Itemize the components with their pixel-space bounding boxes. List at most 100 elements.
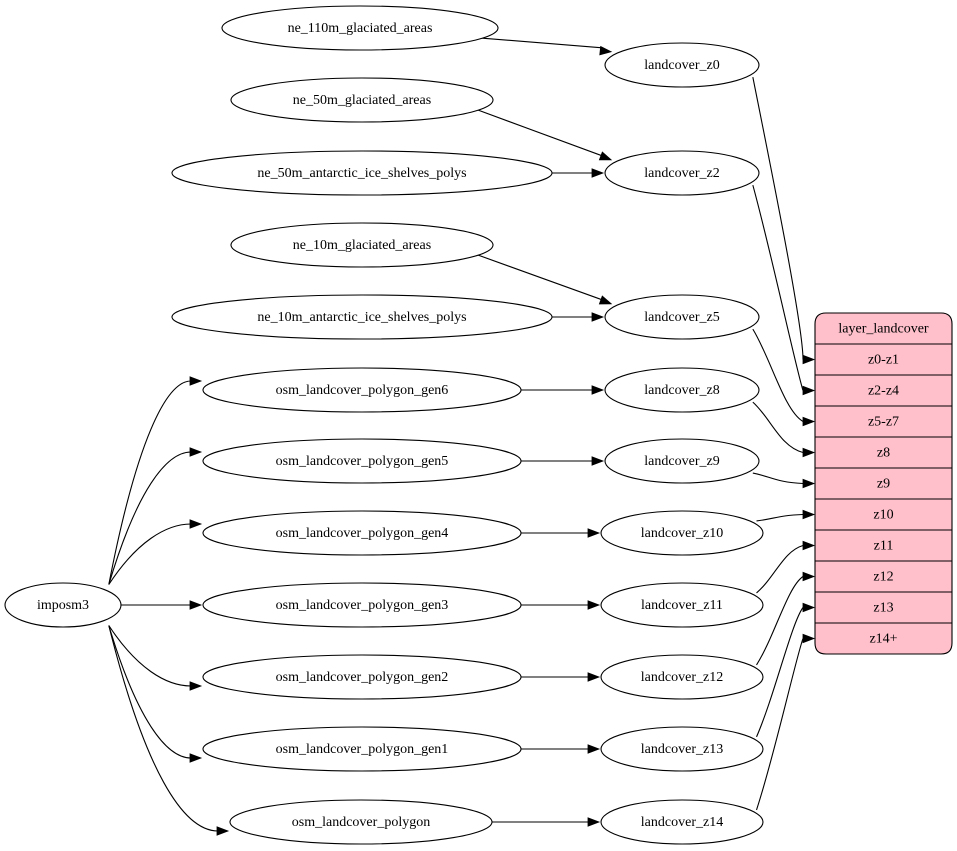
node-osm_landcover_polygon_gen2[interactable]: osm_landcover_polygon_gen2 bbox=[202, 654, 522, 700]
node-label: ne_10m_glaciated_areas bbox=[293, 238, 431, 253]
edge-ne_50m_glaciated_areas-to-landcover_z2 bbox=[478, 109, 613, 161]
table-row-label: z2-z4 bbox=[868, 384, 899, 399]
edge-imposm3-to-osm_landcover_polygon_gen4 bbox=[108, 519, 203, 585]
node-label: ne_10m_antarctic_ice_shelves_polys bbox=[257, 310, 466, 325]
node-label: imposm3 bbox=[37, 598, 89, 613]
table-row-label: z5-z7 bbox=[868, 415, 899, 430]
edge-ne_50m_antarctic_ice_shelves_polys-to-landcover_z2 bbox=[552, 168, 605, 178]
table-row-z2-z4[interactable]: z2-z4 bbox=[815, 374, 952, 399]
table-row-label: z14+ bbox=[869, 632, 897, 647]
node-label: ne_110m_glaciated_areas bbox=[288, 21, 433, 36]
table-row-z12[interactable]: z12 bbox=[815, 560, 952, 585]
node-osm_landcover_polygon_gen4[interactable]: osm_landcover_polygon_gen4 bbox=[202, 510, 522, 556]
node-ne_50m_antarctic_ice_shelves_polys[interactable]: ne_50m_antarctic_ice_shelves_polys bbox=[171, 150, 553, 196]
node-osm_landcover_polygon_gen5[interactable]: osm_landcover_polygon_gen5 bbox=[202, 438, 522, 484]
edge-landcover_z9-to-row-4 bbox=[752, 472, 816, 489]
edge-imposm3-to-osm_landcover_polygon_gen1 bbox=[108, 625, 203, 763]
edge-osm_landcover_polygon-to-landcover_z14 bbox=[492, 817, 601, 827]
node-ne_50m_glaciated_areas[interactable]: ne_50m_glaciated_areas bbox=[230, 77, 494, 123]
node-landcover_z0[interactable]: landcover_z0 bbox=[604, 42, 760, 88]
node-landcover_z13[interactable]: landcover_z13 bbox=[600, 726, 764, 772]
table-row-label: z0-z1 bbox=[868, 353, 899, 368]
edge-osm_landcover_polygon_gen3-to-landcover_z11 bbox=[521, 600, 601, 610]
node-label: ne_50m_antarctic_ice_shelves_polys bbox=[257, 166, 466, 181]
table-title: layer_landcover bbox=[838, 322, 929, 337]
edge-imposm3-to-osm_landcover_polygon_gen3 bbox=[121, 600, 203, 610]
node-label: landcover_z11 bbox=[641, 598, 723, 613]
node-osm_landcover_polygon[interactable]: osm_landcover_polygon bbox=[229, 799, 493, 845]
edge-landcover_z10-to-row-5 bbox=[756, 509, 816, 522]
edge-osm_landcover_polygon_gen6-to-landcover_z8 bbox=[521, 385, 605, 395]
node-label: osm_landcover_polygon_gen1 bbox=[276, 742, 449, 757]
edge-landcover_z0-to-row-0 bbox=[752, 76, 816, 365]
node-imposm3[interactable]: imposm3 bbox=[4, 582, 122, 628]
table-row-z13[interactable]: z13 bbox=[815, 591, 952, 616]
edge-osm_landcover_polygon_gen2-to-landcover_z12 bbox=[521, 672, 601, 682]
edge-ne_10m_glaciated_areas-to-landcover_z5 bbox=[478, 254, 613, 305]
node-osm_landcover_polygon_gen6[interactable]: osm_landcover_polygon_gen6 bbox=[202, 367, 522, 413]
edge-landcover_z8-to-row-3 bbox=[752, 401, 816, 458]
node-osm_landcover_polygon_gen1[interactable]: osm_landcover_polygon_gen1 bbox=[202, 726, 522, 772]
edge-landcover_z12-to-row-7 bbox=[756, 571, 816, 666]
node-label: landcover_z5 bbox=[644, 310, 719, 325]
node-landcover_z10[interactable]: landcover_z10 bbox=[600, 510, 764, 556]
table-row-z9[interactable]: z9 bbox=[815, 467, 952, 492]
node-label: ne_50m_glaciated_areas bbox=[293, 93, 431, 108]
node-label: landcover_z12 bbox=[641, 670, 723, 685]
node-landcover_z11[interactable]: landcover_z11 bbox=[600, 582, 764, 628]
edge-imposm3-to-osm_landcover_polygon_gen5 bbox=[108, 447, 203, 585]
node-ne_110m_glaciated_areas[interactable]: ne_110m_glaciated_areas bbox=[221, 5, 499, 51]
table-row-label: z8 bbox=[877, 446, 890, 461]
node-ne_10m_glaciated_areas[interactable]: ne_10m_glaciated_areas bbox=[230, 222, 494, 268]
node-label: landcover_z14 bbox=[641, 815, 723, 830]
edge-imposm3-to-osm_landcover_polygon bbox=[108, 625, 230, 836]
edge-imposm3-to-osm_landcover_polygon_gen6 bbox=[108, 376, 203, 585]
node-label: landcover_z8 bbox=[644, 383, 719, 398]
table-row-label: z12 bbox=[873, 570, 893, 585]
table-outline bbox=[814, 312, 953, 655]
table-row-label: z10 bbox=[873, 508, 893, 523]
table-row-z11[interactable]: z11 bbox=[815, 529, 952, 554]
node-landcover_z8[interactable]: landcover_z8 bbox=[604, 367, 760, 413]
table-row-label: z11 bbox=[874, 539, 894, 554]
edge-landcover_z2-to-row-1 bbox=[752, 184, 816, 396]
node-label: landcover_z0 bbox=[644, 58, 719, 73]
node-landcover_z2[interactable]: landcover_z2 bbox=[604, 150, 760, 196]
table-row-z0-z1[interactable]: z0-z1 bbox=[815, 343, 952, 368]
edge-landcover_z13-to-row-8 bbox=[756, 602, 816, 738]
node-label: osm_landcover_polygon_gen5 bbox=[276, 454, 449, 469]
edge-landcover_z11-to-row-6 bbox=[756, 540, 816, 594]
edge-osm_landcover_polygon_gen1-to-landcover_z13 bbox=[521, 744, 601, 754]
node-osm_landcover_polygon_gen3[interactable]: osm_landcover_polygon_gen3 bbox=[202, 582, 522, 628]
table-row-label: z9 bbox=[877, 477, 890, 492]
node-label: landcover_z9 bbox=[644, 454, 719, 469]
node-label: osm_landcover_polygon bbox=[292, 815, 430, 830]
node-landcover_z14[interactable]: landcover_z14 bbox=[600, 799, 764, 845]
layer-landcover-table: layer_landcover z0-z1 z2-z4 z5-z7 z8 z9 z10 z11… bbox=[814, 312, 953, 655]
node-landcover_z9[interactable]: landcover_z9 bbox=[604, 438, 760, 484]
edges-layer bbox=[108, 37, 816, 836]
edge-ne_10m_antarctic_ice_shelves_polys-to-landcover_z5 bbox=[552, 312, 605, 322]
nodes-layer: ne_110m_glaciated_areas ne_50m_glaciated_… bbox=[4, 5, 764, 845]
table-row-z14+[interactable]: z14+ bbox=[815, 622, 952, 647]
table-row-z5-z7[interactable]: z5-z7 bbox=[815, 405, 952, 430]
edge-imposm3-to-osm_landcover_polygon_gen2 bbox=[108, 625, 203, 691]
node-label: osm_landcover_polygon_gen2 bbox=[276, 670, 449, 685]
node-label: landcover_z2 bbox=[644, 166, 719, 181]
node-ne_10m_antarctic_ice_shelves_polys[interactable]: ne_10m_antarctic_ice_shelves_polys bbox=[171, 294, 553, 340]
edge-landcover_z5-to-row-2 bbox=[752, 328, 816, 427]
node-landcover_z5[interactable]: landcover_z5 bbox=[604, 294, 760, 340]
table-row-label: z13 bbox=[873, 601, 893, 616]
node-label: landcover_z13 bbox=[641, 742, 723, 757]
node-label: osm_landcover_polygon_gen6 bbox=[276, 383, 449, 398]
edge-osm_landcover_polygon_gen5-to-landcover_z9 bbox=[521, 456, 605, 466]
node-label: osm_landcover_polygon_gen4 bbox=[276, 526, 449, 541]
edge-osm_landcover_polygon_gen4-to-landcover_z10 bbox=[521, 528, 601, 538]
table-row-z10[interactable]: z10 bbox=[815, 498, 952, 523]
table-row-z8[interactable]: z8 bbox=[815, 436, 952, 461]
edge-landcover_z14-to-row-9 bbox=[755, 633, 816, 811]
node-landcover_z12[interactable]: landcover_z12 bbox=[600, 654, 764, 700]
edge-ne_110m_glaciated_areas-to-landcover_z0 bbox=[482, 37, 613, 56]
